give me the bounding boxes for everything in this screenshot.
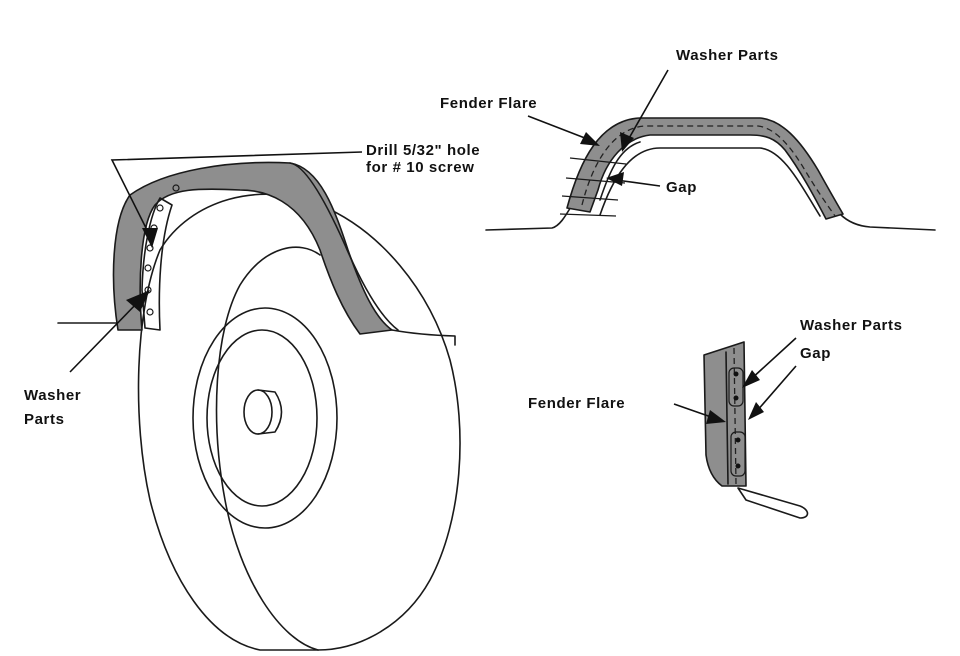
washer-parts-left-line1: Washer [24,387,81,404]
washer-screw-4 [735,463,741,469]
fender-flare-main [112,161,393,335]
rim-inner [206,329,318,507]
drill-hole-leader [110,151,363,248]
slotted-washer-2 [730,431,746,477]
fender-flare-section-top [566,117,844,220]
body-surface-top [485,204,573,231]
wheel-arch-top [599,147,821,217]
rim-outer [192,307,338,529]
fender-flare-bottom-leader [673,403,726,424]
washer-parts-left-line2: Parts [24,411,65,428]
body-line-right [391,329,456,346]
body-surface-top-right [839,213,936,231]
washer-parts-top-leader [620,69,669,152]
washer-holes [144,184,180,316]
washer-parts-bottom-leader [742,337,797,388]
tire-outline [137,193,461,651]
washer-parts-top-label: Washer Parts [676,47,779,64]
fender-flare-bottom-label: Fender Flare [528,395,625,412]
gap-top-label: Gap [666,179,697,196]
screw-line-top [581,125,836,217]
washer-screw-3 [735,437,741,443]
fender-flare-edge [289,162,399,331]
hub-cap [257,389,283,435]
drill-hole-label-line1: Drill 5/32" hole [366,142,480,159]
washer-strip [141,197,173,331]
gap-bottom-label: Gap [800,345,831,362]
washer-strip-bottom [725,351,729,485]
gap-top-leader [606,172,661,187]
washer-strip-top [599,141,641,201]
detail-bottom [703,341,809,519]
main-wheel-illustration [57,161,461,651]
washer-parts-bottom-label: Washer Parts [800,317,903,334]
drill-hole-label-line2: for # 10 screw [366,159,474,176]
washer-left-leader [69,290,150,373]
tire-sidewall [215,246,321,651]
gap-bottom-leader [748,365,797,420]
cross-section-top [485,117,936,231]
wheel-hub [243,389,273,435]
fender-flare-top-label: Fender Flare [440,95,537,112]
washer-screw-2 [733,395,739,401]
flare-foot-tab [737,487,809,519]
screw-line-bottom [733,347,737,485]
fender-flare-top-leader [527,115,600,146]
washer-screw-1 [733,371,739,377]
